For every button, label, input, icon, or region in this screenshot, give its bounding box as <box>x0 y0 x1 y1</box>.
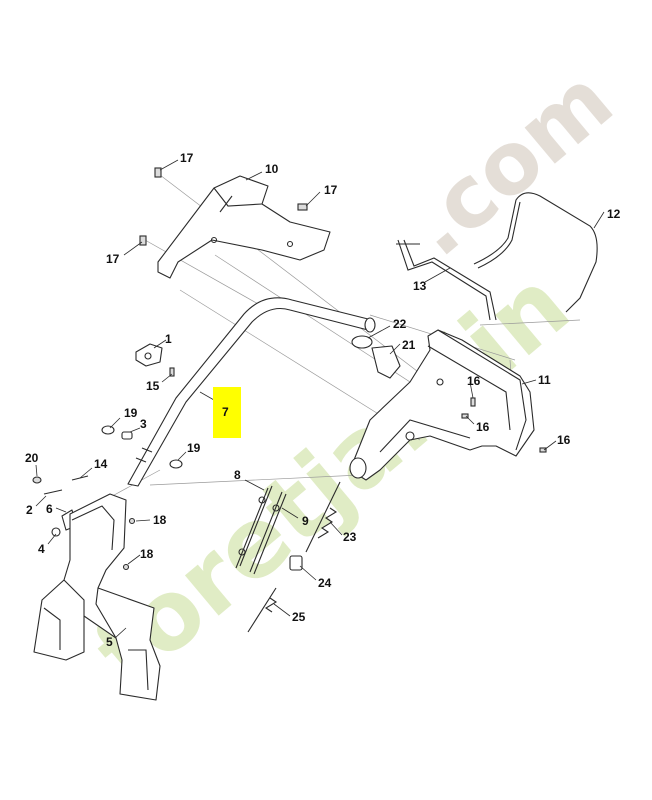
callout-17-b: 17 <box>324 183 338 197</box>
part-11-upper-frame <box>349 329 535 481</box>
part-12-bail-rod <box>473 192 598 313</box>
callout-4: 4 <box>38 542 45 556</box>
part-9-cable <box>249 491 287 575</box>
callout-23: 23 <box>343 530 357 544</box>
part-1-clip <box>135 343 163 367</box>
part-22-knob <box>351 335 373 349</box>
callout-22: 22 <box>393 317 407 331</box>
callout-6: 6 <box>46 502 53 516</box>
callout-11: 11 <box>538 373 551 387</box>
part-24-sleeve <box>289 555 303 571</box>
part-17-screws <box>139 167 308 246</box>
callout-labels: 1 2 3 4 5 6 7 8 9 10 11 12 13 14 15 16 1… <box>25 151 621 649</box>
callout-25: 25 <box>292 610 306 624</box>
callout-9: 9 <box>302 514 309 528</box>
part-7-handle-tube <box>127 297 376 487</box>
part-15-screw <box>169 367 175 377</box>
part-13-bracket <box>396 239 497 321</box>
callout-8: 8 <box>234 468 241 482</box>
callout-21: 21 <box>402 338 416 352</box>
callout-16-a: 16 <box>467 374 481 388</box>
part-21-bracket <box>371 345 401 379</box>
callout-7: 7 <box>222 405 229 419</box>
callout-15: 15 <box>146 379 160 393</box>
part-8-cable <box>235 485 273 569</box>
callout-13: 13 <box>413 279 427 293</box>
callout-12: 12 <box>607 207 621 221</box>
callout-14: 14 <box>94 457 108 471</box>
callout-19-b: 19 <box>187 441 201 455</box>
callout-16-c: 16 <box>557 433 571 447</box>
callout-18-a: 18 <box>153 513 167 527</box>
callout-1: 1 <box>165 332 172 346</box>
callout-2: 2 <box>26 503 33 517</box>
callout-17-a: 17 <box>180 151 194 165</box>
callout-18-b: 18 <box>140 547 154 561</box>
leader-lines <box>35 159 605 639</box>
part-25-cable <box>247 587 278 633</box>
callout-3: 3 <box>140 417 147 431</box>
part-19-washers <box>101 425 183 469</box>
callout-24: 24 <box>318 576 332 590</box>
callout-10: 10 <box>265 162 279 176</box>
callout-20: 20 <box>25 451 39 465</box>
part-23-spring <box>305 481 341 553</box>
callout-17-c: 17 <box>106 252 120 266</box>
callout-5: 5 <box>106 635 113 649</box>
part-5-lower-frame <box>33 493 161 701</box>
part-10-handle-cover <box>157 175 331 279</box>
callout-19-a: 19 <box>124 406 138 420</box>
callout-16-b: 16 <box>476 420 490 434</box>
part-3-spacer <box>121 431 133 440</box>
callout-7-highlight <box>213 387 241 438</box>
